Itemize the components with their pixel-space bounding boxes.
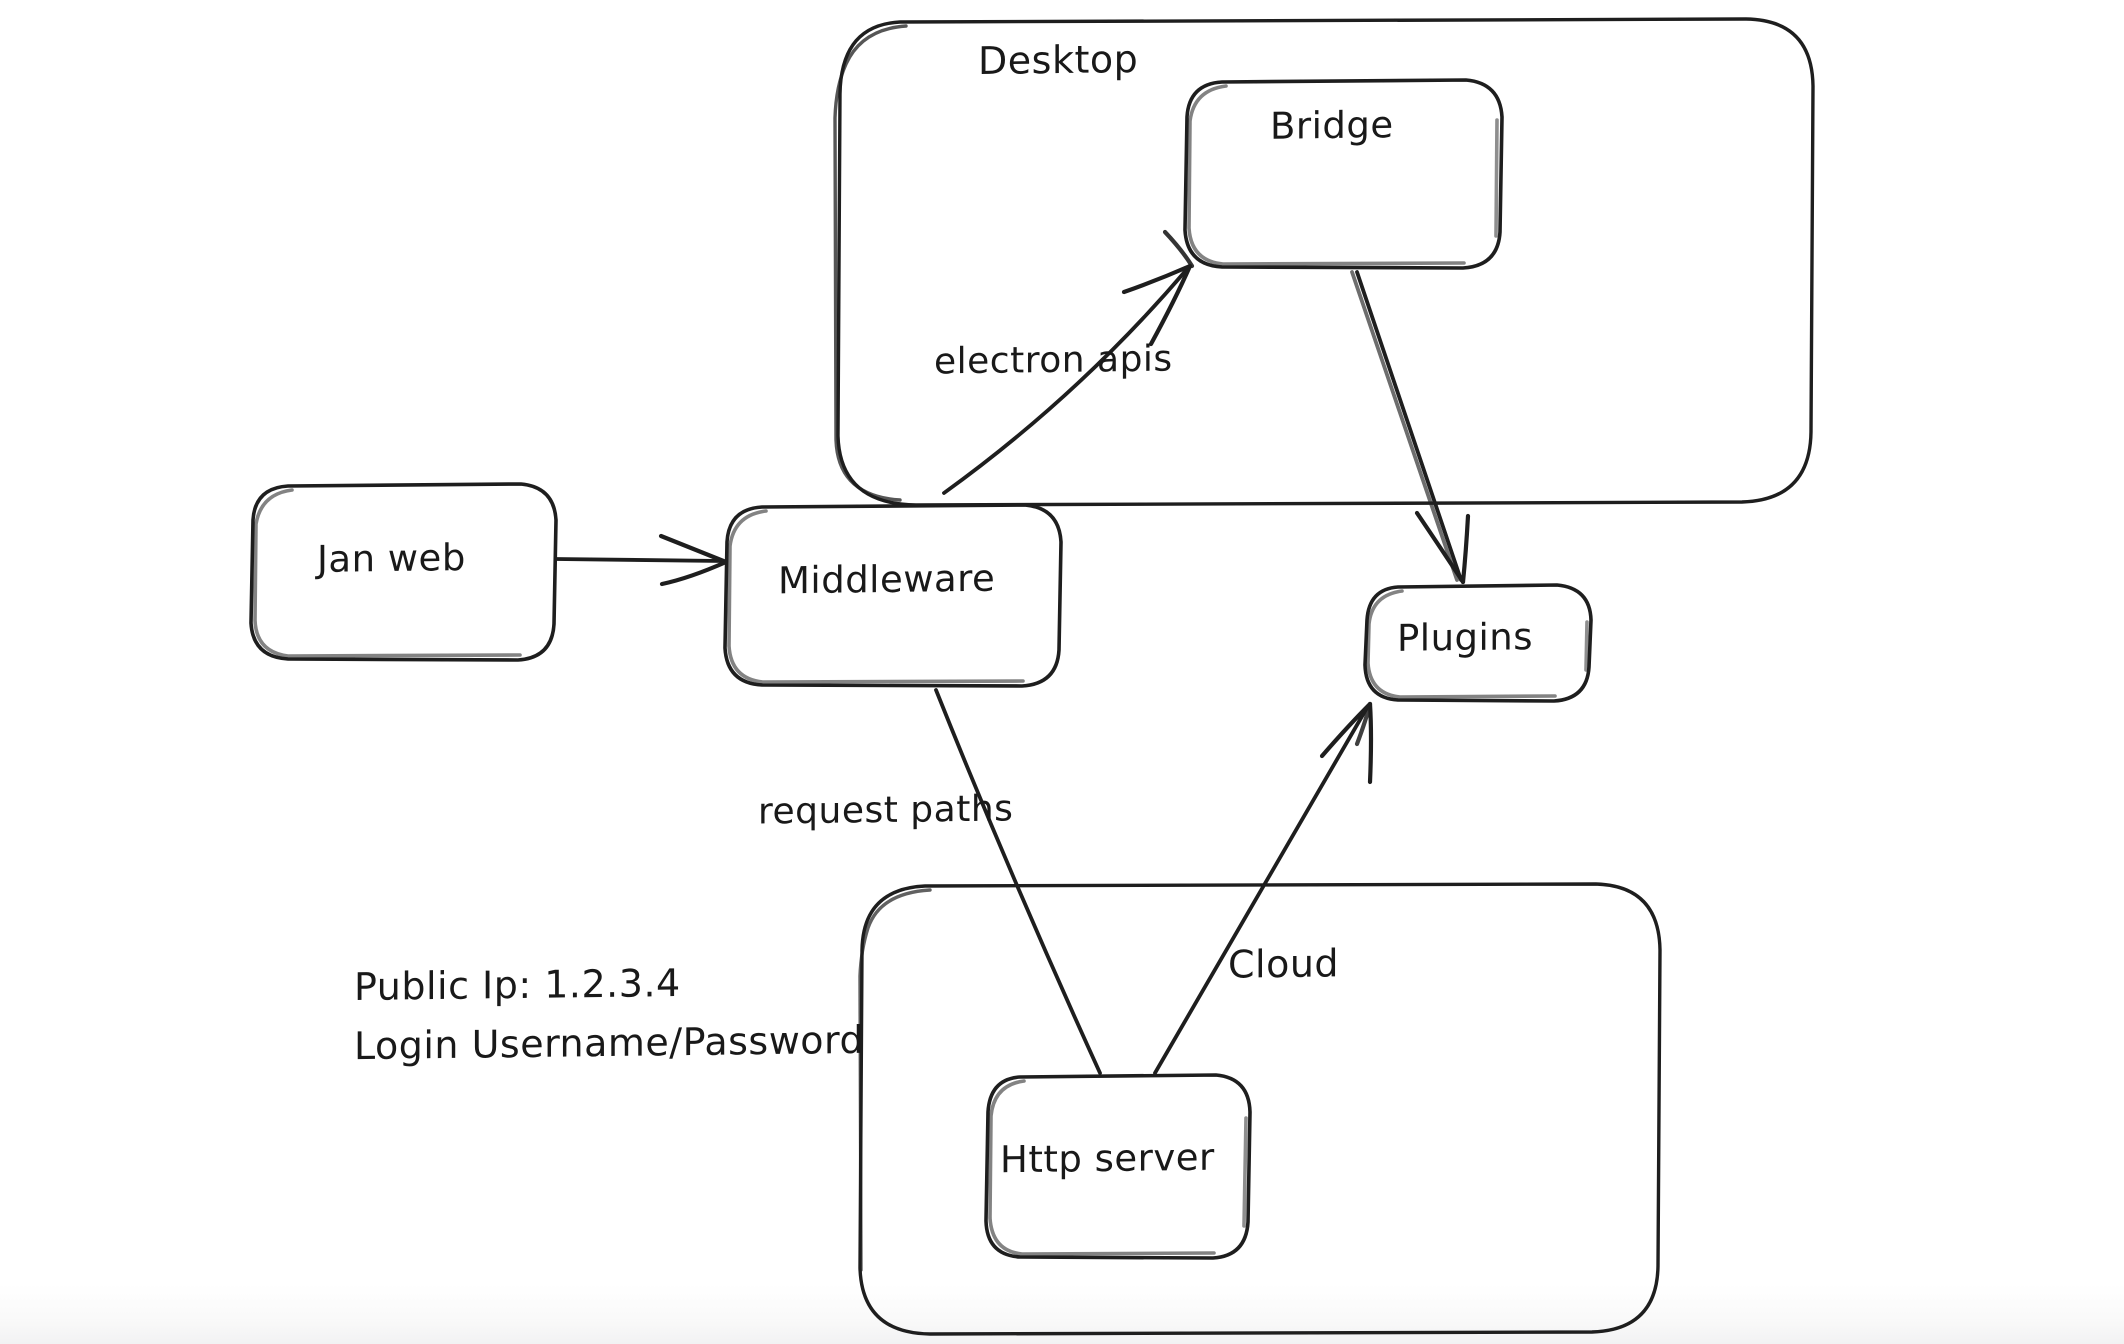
note-login-credentials: Login Username/Password (354, 1017, 865, 1069)
node-label-http-server: Http server (1000, 1135, 1215, 1182)
node-jan-web-shape[interactable] (249, 482, 558, 662)
edge-label-request-paths: request paths (758, 788, 1014, 833)
note-public-ip: Public Ip: 1.2.3.4 (354, 961, 681, 1009)
group-label-cloud: Cloud (1228, 941, 1340, 987)
node-middleware-shape[interactable] (723, 503, 1063, 688)
edge-middleware-to-bridge (942, 229, 1195, 495)
group-label-desktop: Desktop (978, 37, 1139, 83)
node-bridge-shape[interactable] (1183, 78, 1504, 270)
node-label-plugins: Plugins (1397, 615, 1534, 660)
node-label-middleware: Middleware (778, 556, 996, 603)
node-label-jan-web: Jan web (317, 536, 466, 581)
node-plugins-shape[interactable] (1363, 583, 1593, 703)
edge-bridge-to-plugins (1350, 270, 1471, 585)
edge-httpserver-to-plugins (1153, 701, 1374, 1075)
node-http-server-shape[interactable] (984, 1073, 1252, 1260)
node-label-bridge: Bridge (1270, 103, 1394, 148)
edge-httpserver-to-middleware (934, 688, 1102, 1075)
edge-janweb-to-middleware (554, 533, 729, 587)
group-desktop-frame (833, 17, 1815, 507)
edge-label-electron-apis: electron apis (934, 338, 1173, 383)
group-cloud-frame (858, 882, 1662, 1336)
